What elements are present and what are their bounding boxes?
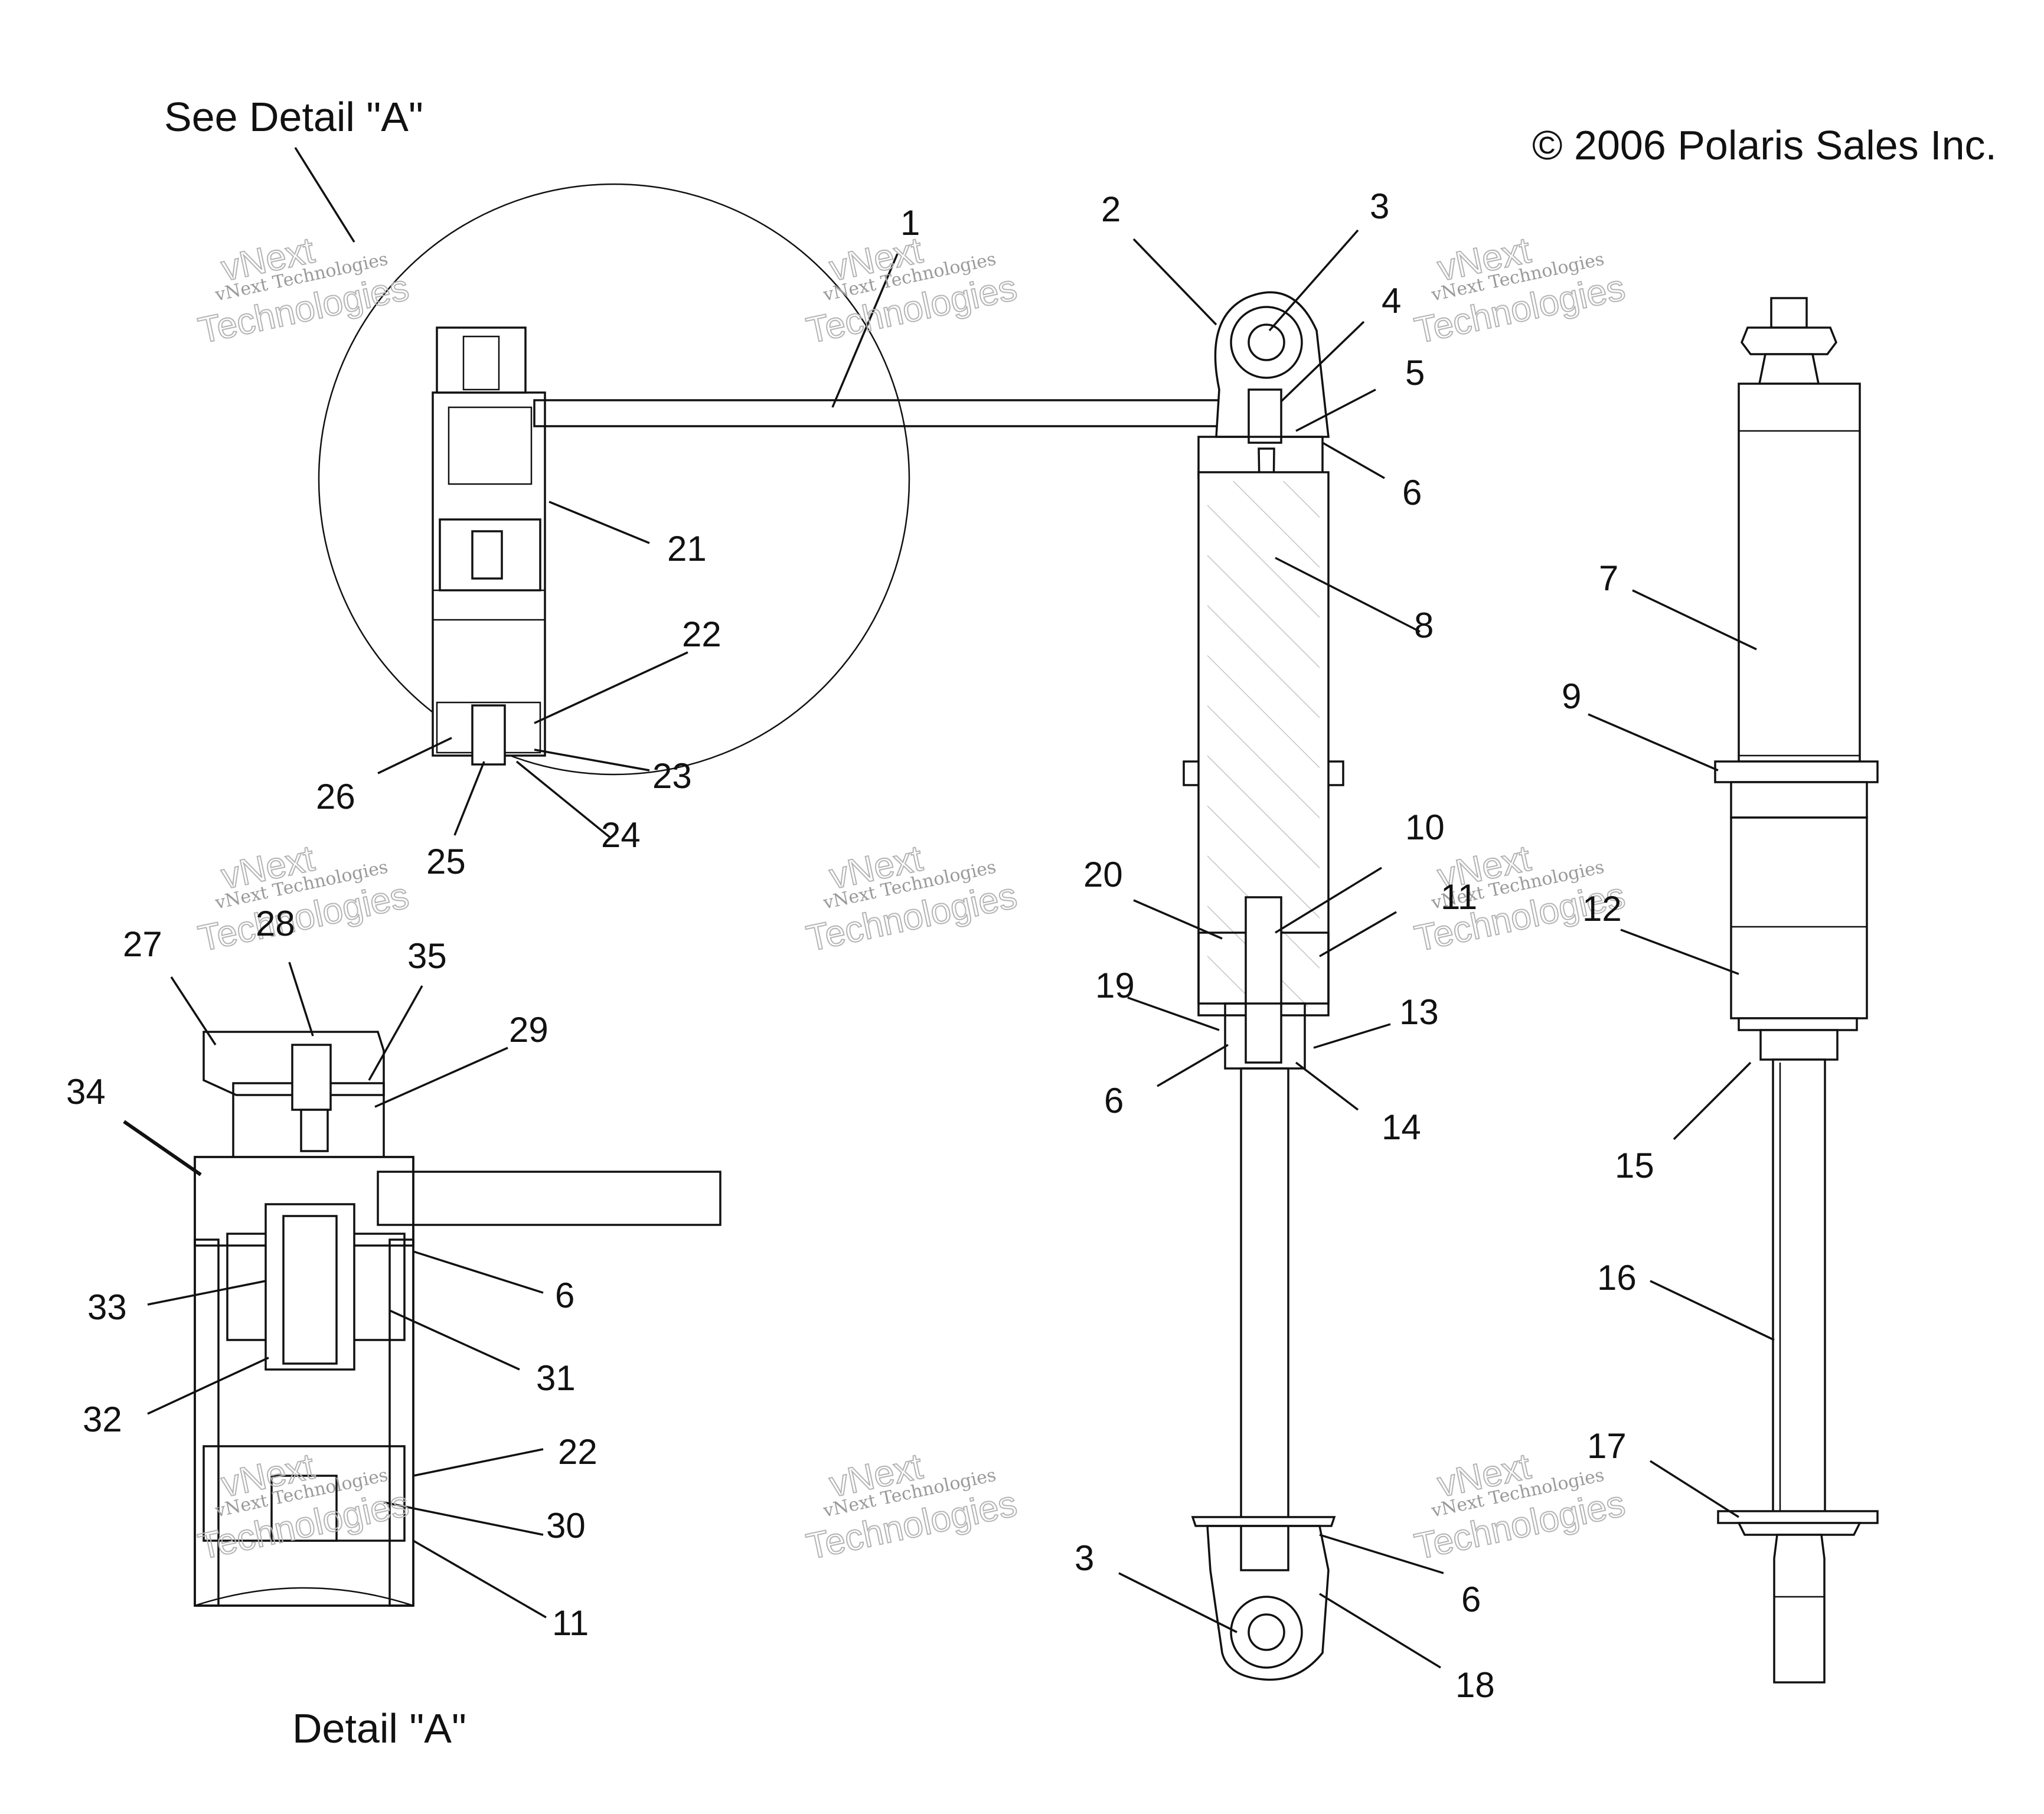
copyright-text: © 2006 Polaris Sales Inc. bbox=[1532, 122, 1997, 168]
spring-collar bbox=[1714, 760, 1879, 783]
callout-24: 24 bbox=[601, 815, 641, 855]
callout-9: 9 bbox=[1562, 676, 1581, 716]
callout-13: 13 bbox=[1399, 992, 1439, 1032]
callout-6: 6 bbox=[555, 1276, 574, 1315]
callout-3: 3 bbox=[1075, 1538, 1094, 1578]
callout-29: 29 bbox=[509, 1010, 548, 1050]
leader-lines bbox=[123, 147, 1775, 1669]
callout-18: 18 bbox=[1455, 1665, 1495, 1705]
adjuster-knob-top bbox=[1770, 297, 1808, 329]
detail-a-caption: Detail "A" bbox=[292, 1705, 466, 1751]
detail-a-circle bbox=[318, 183, 910, 776]
captions: See Detail "A" © 2006 Polaris Sales Inc.… bbox=[164, 94, 1997, 1751]
see-detail-label: See Detail "A" bbox=[164, 94, 423, 140]
reservoir-cap bbox=[436, 326, 527, 394]
callout-6: 6 bbox=[1461, 1580, 1481, 1619]
callout-19: 19 bbox=[1095, 966, 1135, 1005]
reservoir-assembly bbox=[318, 183, 910, 776]
callout-22: 22 bbox=[558, 1432, 597, 1472]
callout-11: 11 bbox=[552, 1603, 589, 1643]
callout-20: 20 bbox=[1083, 855, 1123, 894]
callout-3: 3 bbox=[1370, 187, 1389, 226]
callout-23: 23 bbox=[652, 756, 692, 796]
callout-7: 7 bbox=[1599, 558, 1618, 598]
callout-30: 30 bbox=[546, 1506, 586, 1545]
reservoir-valve bbox=[448, 406, 533, 485]
callout-12: 12 bbox=[1582, 889, 1622, 929]
callout-35: 35 bbox=[407, 936, 447, 976]
callout-14: 14 bbox=[1382, 1107, 1421, 1147]
callout-32: 32 bbox=[83, 1400, 122, 1439]
hose bbox=[533, 399, 1250, 427]
callout-22: 22 bbox=[682, 615, 721, 654]
callout-8: 8 bbox=[1414, 606, 1434, 645]
watermark: vNext vNext Technologies Technologies bbox=[1410, 838, 1629, 960]
callout-6: 6 bbox=[1402, 473, 1422, 512]
detail-a-view bbox=[194, 1031, 721, 1607]
hose-fitting bbox=[377, 1171, 721, 1226]
callout-10: 10 bbox=[1405, 808, 1445, 847]
shock-section-view bbox=[1183, 291, 1344, 1681]
callout-2: 2 bbox=[1101, 189, 1121, 229]
watermark: vNext vNext Technologies Technologies bbox=[802, 838, 1021, 960]
callout-1: 1 bbox=[900, 203, 920, 243]
rod-end bbox=[1773, 1534, 1826, 1684]
callout-5: 5 bbox=[1405, 353, 1425, 393]
shaft bbox=[1772, 1058, 1826, 1515]
callout-4: 4 bbox=[1382, 281, 1401, 321]
bumper-plate bbox=[1717, 1510, 1879, 1524]
callout-26: 26 bbox=[316, 777, 355, 816]
callout-6: 6 bbox=[1104, 1081, 1124, 1120]
callout-17: 17 bbox=[1587, 1426, 1627, 1466]
watermark: vNext vNext Technologies Technologies bbox=[802, 1446, 1021, 1568]
shock-shaft bbox=[1240, 1067, 1289, 1571]
top-eye-body bbox=[1214, 291, 1330, 438]
callout-34: 34 bbox=[66, 1072, 106, 1112]
callout-16: 16 bbox=[1597, 1258, 1637, 1297]
watermark: vNext vNext Technologies Technologies bbox=[1410, 230, 1629, 352]
callout-31: 31 bbox=[536, 1358, 576, 1398]
callout-27: 27 bbox=[123, 924, 162, 964]
adjuster-knob bbox=[1741, 326, 1837, 355]
watermark: vNext vNext Technologies Technologies bbox=[194, 838, 413, 960]
callout-21: 21 bbox=[667, 529, 707, 568]
callout-33: 33 bbox=[87, 1287, 127, 1327]
shock-exterior-view bbox=[1714, 297, 1879, 1684]
bottom-eye-body bbox=[1206, 1525, 1330, 1681]
callout-numbers: 1 2 3 4 5 6 7 8 9 10 11 12 13 14 15 16 1… bbox=[66, 187, 1654, 1705]
callout-25: 25 bbox=[426, 842, 466, 881]
callout-15: 15 bbox=[1615, 1146, 1654, 1185]
callout-28: 28 bbox=[256, 904, 295, 943]
bottom-sleeve bbox=[1730, 816, 1868, 1019]
watermark: vNext vNext Technologies Technologies bbox=[194, 230, 413, 352]
callout-11: 11 bbox=[1441, 877, 1477, 917]
shock-body bbox=[1738, 383, 1861, 763]
